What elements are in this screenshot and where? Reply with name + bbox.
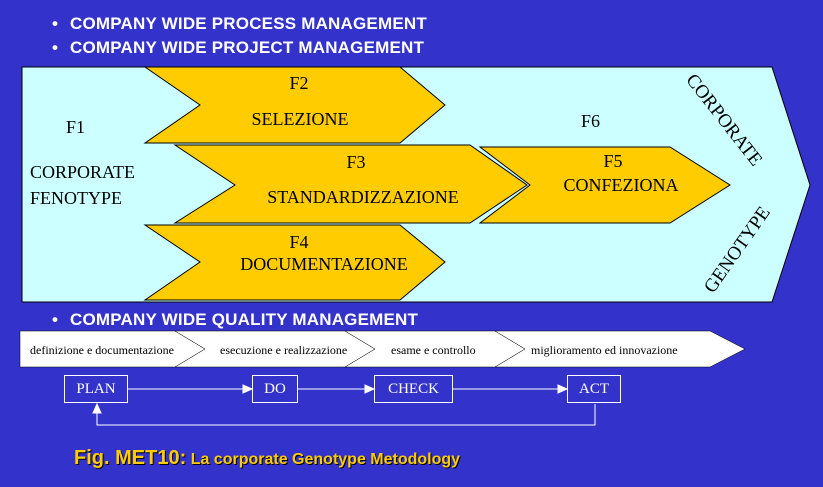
act-box: ACT <box>567 375 621 403</box>
f3-label: STANDARDIZZAZIONE <box>267 187 459 207</box>
f2-code: F2 <box>289 73 309 93</box>
f2-label: SELEZIONE <box>251 109 349 129</box>
f4-code: F4 <box>289 232 309 252</box>
bullet-quality-management: • COMPANY WIDE QUALITY MANAGEMENT <box>52 310 418 330</box>
plan-box: PLAN <box>64 375 128 403</box>
arrowhead <box>242 384 254 394</box>
corporate-label: CORPORATE <box>30 162 136 182</box>
quality-step-label: definizione e documentazione <box>30 343 174 357</box>
chevron-f5 <box>478 146 731 224</box>
act-plan-feedback-arrow <box>96 404 596 426</box>
f4-label: DOCUMENTAZIONE <box>240 254 408 274</box>
arrowhead <box>92 402 102 414</box>
arrowhead <box>557 384 569 394</box>
f5-code: F5 <box>603 151 623 171</box>
bullet-text: COMPANY WIDE PROCESS MANAGEMENT <box>70 14 427 33</box>
figure-caption: Fig. MET10: La corporate Genotype Metodo… <box>74 447 460 470</box>
bullet-dot: • <box>52 38 59 57</box>
bullet-text: COMPANY WIDE PROJECT MANAGEMENT <box>70 38 425 57</box>
bullet-process-management: • COMPANY WIDE PROCESS MANAGEMENT <box>52 14 427 34</box>
quality-step-label: esame e controllo <box>391 343 476 357</box>
quality-step-label: miglioramento ed innovazione <box>531 343 678 357</box>
fenotype-label: FENOTYPE <box>30 188 123 208</box>
bullet-text: COMPANY WIDE QUALITY MANAGEMENT <box>70 310 419 329</box>
bullet-dot: • <box>52 14 59 33</box>
f1-code: F1 <box>66 117 86 137</box>
check-box: CHECK <box>374 375 453 403</box>
do-box: DO <box>252 375 298 403</box>
quality-step-label: esecuzione e realizzazione <box>220 343 348 357</box>
bullet-project-management: • COMPANY WIDE PROJECT MANAGEMENT <box>52 38 424 58</box>
caption-text: La corporate Genotype Metodology <box>190 451 461 468</box>
f3-code: F3 <box>346 152 366 172</box>
bullet-dot: • <box>52 310 59 329</box>
quality-step-shape <box>494 330 746 368</box>
arrowhead <box>364 384 376 394</box>
f5-label: CONFEZIONA <box>563 175 679 195</box>
f6-code: F6 <box>581 111 601 131</box>
caption-prefix: Fig. MET10: <box>74 447 187 469</box>
chevron-f4 <box>143 224 446 301</box>
chevron-f2 <box>143 66 446 144</box>
chevron-f3 <box>173 144 528 224</box>
